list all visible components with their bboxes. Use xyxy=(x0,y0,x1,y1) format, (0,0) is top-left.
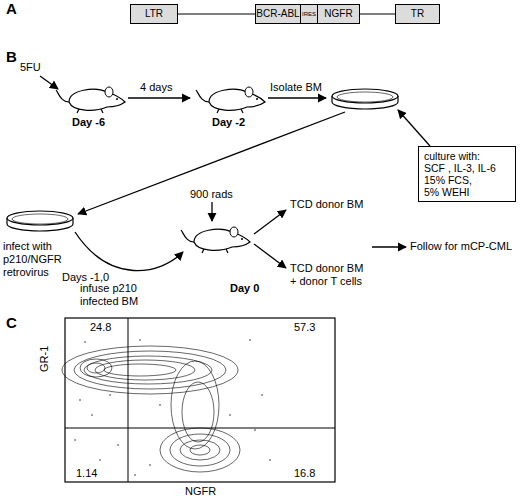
quadrant-percent: 1.14 xyxy=(76,467,97,480)
node-text: IRES xyxy=(302,11,316,18)
event-dot xyxy=(84,341,85,342)
arrows xyxy=(40,76,430,271)
quadrant-percent: 16.8 xyxy=(294,467,315,480)
contour-line xyxy=(180,440,220,460)
mouse xyxy=(56,87,125,113)
step-label: Isolate BM xyxy=(270,81,322,94)
irradiation-arrow xyxy=(211,202,212,221)
contour-line xyxy=(190,445,210,455)
petri-dish xyxy=(332,89,398,109)
vector-backbone xyxy=(178,13,255,14)
event-dot xyxy=(249,339,250,340)
panel-letter: B xyxy=(6,50,17,63)
plot-frame xyxy=(65,318,335,482)
vector-segment: TR xyxy=(395,4,440,24)
event-dot xyxy=(149,464,150,465)
step-arrow xyxy=(398,110,430,146)
vector-segment: IRES xyxy=(300,4,318,24)
event-dot xyxy=(99,459,100,460)
step-label: Follow for mCP-CML xyxy=(410,240,512,253)
step-arrow xyxy=(268,97,326,98)
event-dot xyxy=(159,404,160,405)
contour-line xyxy=(160,428,240,472)
node-text: 5% WEHI xyxy=(424,186,470,198)
treatment-label: 900 rads xyxy=(190,188,233,201)
event-dot xyxy=(139,339,140,340)
day-label: Day -2 xyxy=(212,116,245,129)
event-dot xyxy=(91,414,92,415)
event-dot xyxy=(261,394,262,395)
event-dot xyxy=(117,444,118,445)
event-dot xyxy=(229,414,230,415)
node-text: NGFR xyxy=(324,8,352,20)
vector-segment: NGFR xyxy=(317,4,360,24)
step-label: 4 days xyxy=(140,81,172,94)
node-text: TR xyxy=(411,8,424,20)
infusion-arrow xyxy=(75,232,183,271)
contour-line xyxy=(170,434,230,466)
axis-label: NGFR xyxy=(185,485,216,498)
branch-arrow xyxy=(254,210,286,234)
quadrant-percent: 24.8 xyxy=(90,321,111,334)
panel-letter: A xyxy=(6,2,17,15)
contour-line xyxy=(80,359,112,377)
day-label: Day -6 xyxy=(72,116,105,129)
injection-arrow xyxy=(40,76,58,89)
contour-line xyxy=(171,361,219,449)
panel-letter: C xyxy=(6,316,17,329)
node-text: SCF , IL-3, IL-6 xyxy=(424,162,496,174)
contour-line xyxy=(87,363,105,373)
mouse xyxy=(196,87,265,113)
contours xyxy=(62,346,240,472)
vector-segment: LTR xyxy=(130,4,178,24)
branch-arrow xyxy=(254,244,286,268)
node-text: BCR-ABL xyxy=(256,8,299,20)
step-label: infuse p210 infected BM xyxy=(80,282,144,308)
culture-box: culture with:SCF , IL-3, IL-615% FCS,5% … xyxy=(418,146,516,202)
treatment-label: 5FU xyxy=(20,61,41,74)
node-text: culture with: xyxy=(424,150,480,162)
quadrant-percent: 57.3 xyxy=(294,321,315,334)
node-text: 15% FCS, xyxy=(424,174,472,186)
event-dot xyxy=(79,399,80,400)
event-dot xyxy=(109,394,110,395)
event-dot xyxy=(269,459,270,460)
vector-backbone xyxy=(360,13,395,14)
quadrant-line xyxy=(128,318,129,482)
event-dot xyxy=(74,439,75,440)
axis-label: GR-1 xyxy=(38,346,51,372)
event-dot xyxy=(134,474,135,475)
event-dot xyxy=(254,429,255,430)
vector-segment: BCR-ABL xyxy=(255,4,301,24)
petri-dish xyxy=(7,211,73,231)
contour-line xyxy=(62,346,238,394)
step-label: infect with p210/NGFR retrovirus xyxy=(3,240,63,279)
contour-line xyxy=(95,360,195,380)
mouse xyxy=(181,227,250,253)
step-arrow xyxy=(128,97,190,98)
group-label: TCD donor BM xyxy=(290,198,363,211)
contour-line xyxy=(104,364,176,376)
node-text: LTR xyxy=(145,8,163,20)
group-label: TCD donor BM + donor T cells xyxy=(290,262,370,288)
step-arrow xyxy=(372,246,406,247)
day-label: Day 0 xyxy=(230,282,259,295)
scatter-dots xyxy=(74,339,270,475)
contour-line xyxy=(182,382,214,442)
